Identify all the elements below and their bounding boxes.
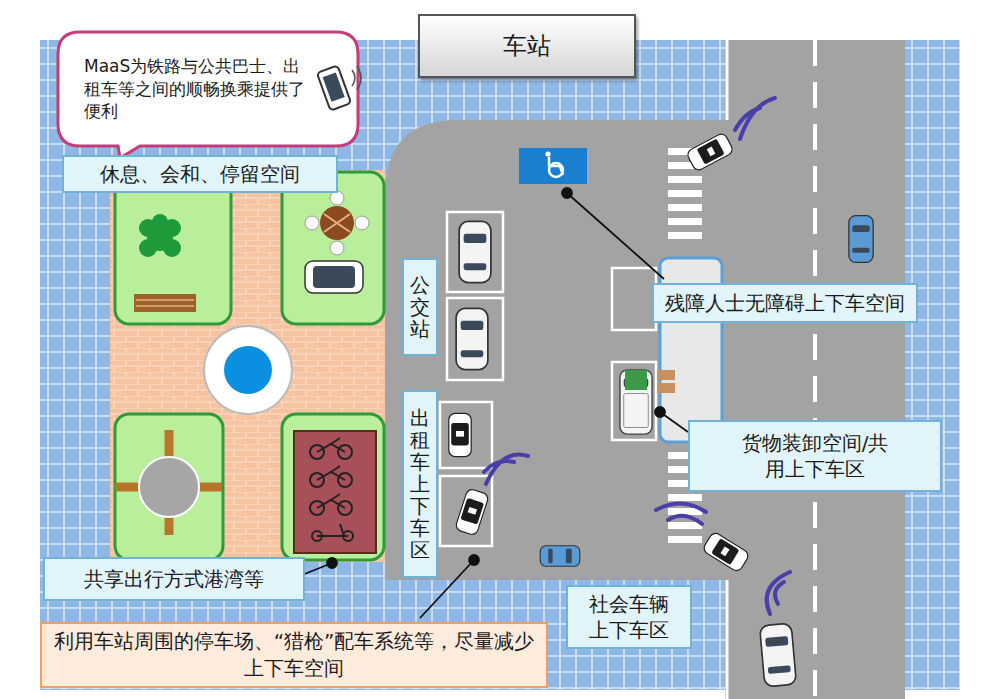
loading-label: 货物装卸空间/共用上下车区 bbox=[688, 420, 942, 492]
label-text: 货物装卸空间/共用上下车区 bbox=[740, 430, 890, 482]
label-text: 共享出行方式港湾等 bbox=[84, 566, 264, 592]
label-text: 出租车上下车区 bbox=[410, 407, 430, 561]
label-text: 休息、会和、停留空间 bbox=[100, 161, 300, 187]
taxi-area-label: 出租车上下车区 bbox=[402, 390, 438, 578]
sharing-label: 共享出行方式港湾等 bbox=[43, 557, 305, 601]
bus-stop-label: 公交站 bbox=[402, 258, 438, 356]
private-car-label: 社会车辆上下车区 bbox=[566, 585, 692, 649]
label-text: 残障人士无障碍上下车空间 bbox=[665, 290, 905, 316]
title-box: 车站 bbox=[418, 14, 636, 78]
area-label: 休息、会和、停留空间 bbox=[62, 155, 338, 193]
label-text: 利用车站周围的停车场、“猎枪”配车系统等，尽量减少上下车空间 bbox=[52, 628, 536, 682]
note-box: 利用车站周围的停车场、“猎枪”配车系统等，尽量减少上下车空间 bbox=[40, 622, 548, 688]
accessible-label: 残障人士无障碍上下车空间 bbox=[652, 283, 918, 323]
label-text: MaaS为铁路与公共巴士、出租车等之间的顺畅换乘提供了便利 bbox=[84, 55, 310, 124]
label-text: 公交站 bbox=[410, 274, 430, 340]
label-text: 车站 bbox=[503, 30, 551, 62]
maas-bubble: MaaS为铁路与公共巴士、出租车等之间的顺畅换乘提供了便利 bbox=[62, 36, 310, 142]
label-text: 社会车辆上下车区 bbox=[583, 591, 675, 643]
